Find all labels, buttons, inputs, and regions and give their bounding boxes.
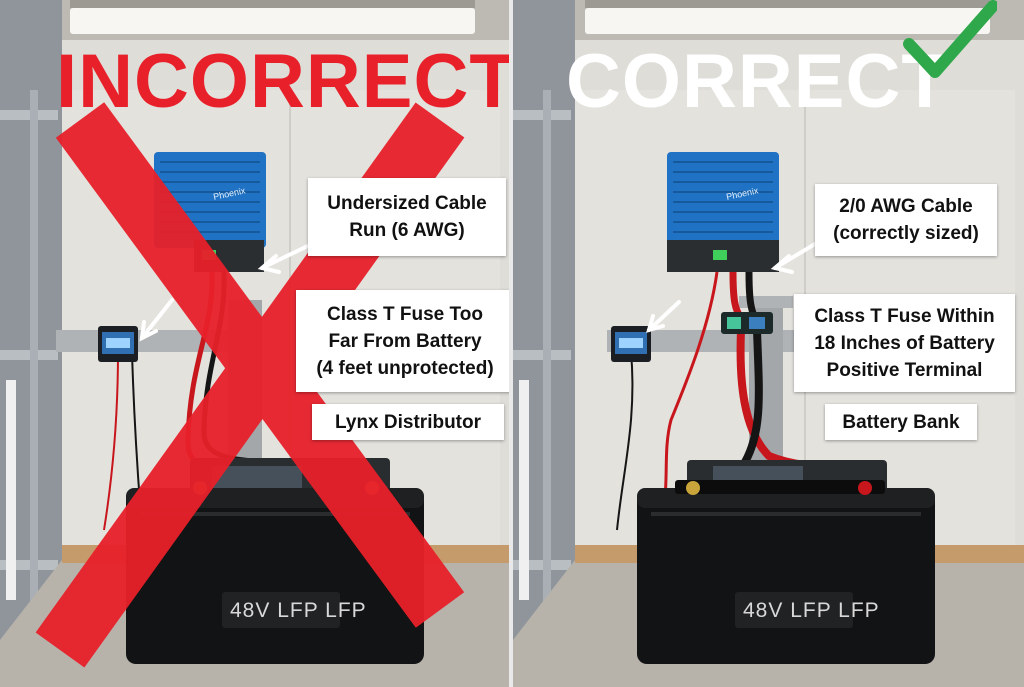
incorrect-battery-label: 48V LFP LFP	[230, 599, 367, 622]
panel-divider	[509, 0, 513, 687]
incorrect-cable-line-1: Undersized Cable	[327, 193, 487, 214]
correct-fuse-line-1: Class T Fuse Within	[814, 305, 995, 327]
check-icon	[903, 0, 997, 78]
incorrect-fuse-line-3: (4 feet unprotected)	[316, 357, 494, 379]
incorrect-distributor-callout: Lynx Distributor	[312, 404, 504, 440]
correct-bank-callout: Battery Bank	[825, 404, 977, 440]
incorrect-heading: INCORRECT	[56, 39, 509, 124]
incorrect-fuse-line-1: Class T Fuse Too	[327, 303, 483, 325]
correct-cable-callout: 2/0 AWG Cable (correctly sized)	[815, 184, 997, 256]
incorrect-fuse-callout: Class T Fuse Too Far From Battery (4 fee…	[296, 290, 509, 392]
incorrect-cable-callout: Undersized Cable Run (6 AWG)	[308, 178, 506, 256]
correct-fuse-line-2: 18 Inches of Battery	[814, 332, 995, 354]
incorrect-panel: Phoenix 48V LFP LFP	[0, 0, 509, 687]
correct-cable-line-2: (correctly sized)	[833, 223, 979, 244]
correct-panel: Phoenix 48V	[513, 0, 1024, 687]
correct-battery-label: 48V LFP LFP	[743, 599, 880, 622]
incorrect-fuse-line-2: Far From Battery	[328, 330, 482, 352]
correct-fuse-line-3: Positive Terminal	[826, 359, 983, 381]
incorrect-cable-line-2: Run (6 AWG)	[349, 220, 465, 241]
correct-fuse-callout: Class T Fuse Within 18 Inches of Battery…	[794, 294, 1015, 392]
correct-heading: CORRECT	[566, 39, 949, 124]
correct-cable-line-1: 2/0 AWG Cable	[839, 196, 973, 217]
